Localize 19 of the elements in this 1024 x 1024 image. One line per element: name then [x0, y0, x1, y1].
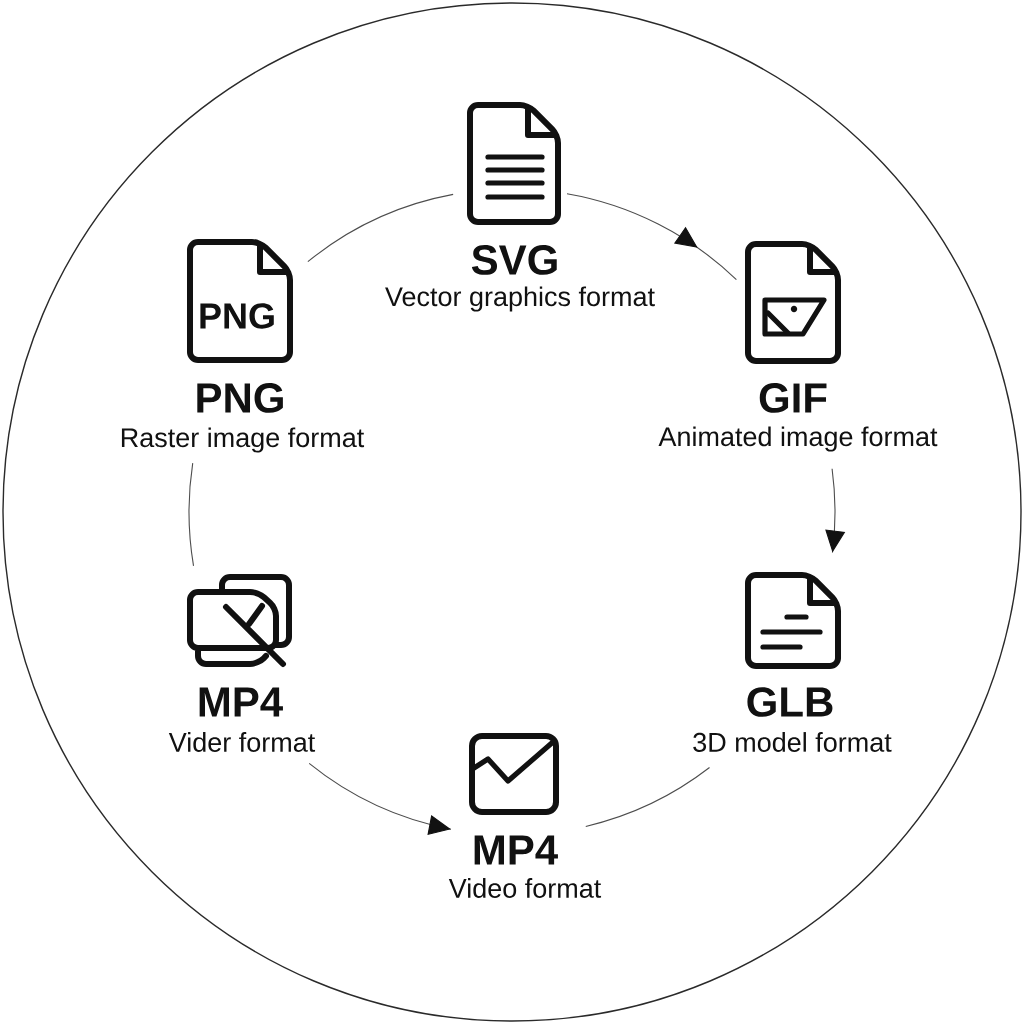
arrow	[825, 468, 846, 554]
format-name: PNG	[197, 383, 283, 413]
format-name: MP4	[474, 835, 558, 865]
format-description: Vector graphics format	[385, 286, 655, 312]
format-name: SVG	[471, 245, 557, 275]
format-description: Vider format	[168, 732, 316, 752]
format-name: GIF	[759, 383, 827, 413]
format-description: 3D model format	[693, 732, 892, 752]
connector-line	[307, 193, 454, 263]
format-description: Video format	[448, 878, 602, 898]
arrow	[566, 193, 737, 281]
format-description: Raster image format	[121, 427, 365, 453]
connector-line	[585, 767, 711, 827]
format-description: Animated image format	[658, 426, 938, 452]
arrow	[308, 762, 452, 835]
format-name: GLB	[747, 687, 833, 717]
format-name: MP4	[199, 687, 283, 717]
connector-line	[188, 462, 195, 567]
icon-label: PNG	[200, 303, 274, 329]
